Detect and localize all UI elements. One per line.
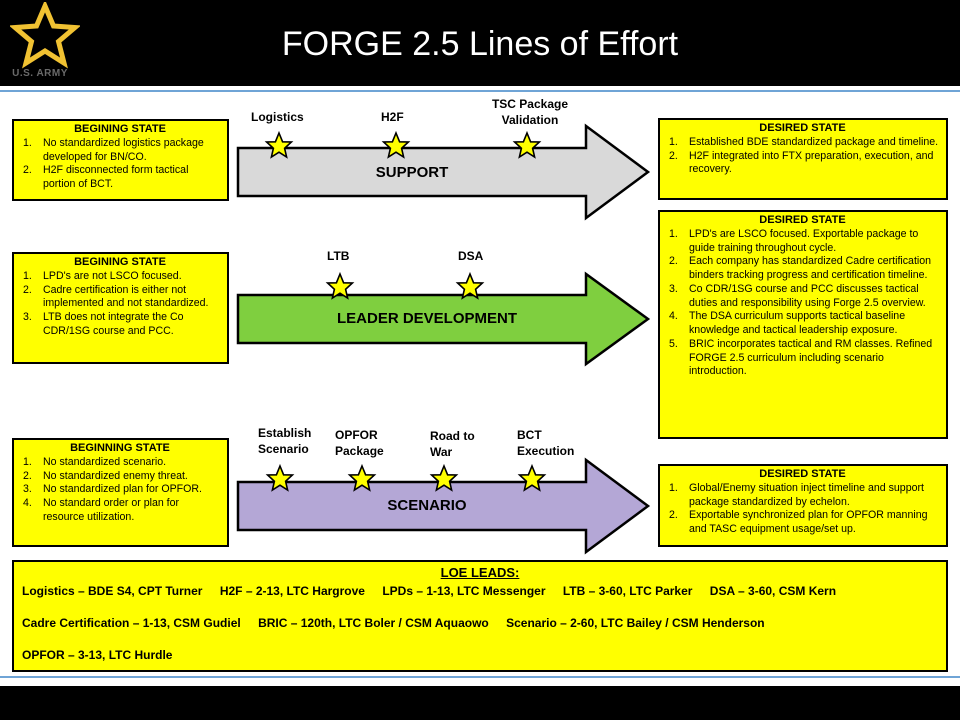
scenario-arrow [236, 457, 651, 555]
road-to-war-star-icon [429, 463, 459, 492]
scenario-beginning-state-box: BEGINNING STATE 1.No standardized scenar… [12, 438, 229, 547]
milestone-h2f: H2F [381, 110, 404, 124]
lead-lpds: LPDs – 1-13, LTC Messenger [382, 584, 546, 598]
list-item: 3.LTB does not integrate the Co CDR/1SG … [23, 311, 184, 337]
box-title: DESIRED STATE [759, 122, 846, 134]
lead-opfor: OPFOR – 3-13, LTC Hurdle [22, 648, 173, 662]
box-title: BEGINING STATE [74, 123, 166, 135]
leads-row-2: Cadre Certification – 1-13, CSM Gudiel B… [22, 616, 779, 630]
lead-logistics: Logistics – BDE S4, CPT Turner [22, 584, 203, 598]
list-item: 2.Cadre certification is either not impl… [23, 283, 209, 310]
footer-bar [0, 686, 960, 720]
milestone-dsa: DSA [458, 249, 484, 263]
lead-bric: BRIC – 120th, LTC Boler / CSM Aquaowo [258, 616, 489, 630]
milestone-logistics: Logistics [251, 110, 304, 124]
list-item: 2.Exportable synchronized plan for OPFOR… [669, 509, 928, 536]
top-divider [0, 90, 960, 92]
list-item: 3.Co CDR/1SG course and PCC discusses ta… [669, 282, 926, 309]
list-item: 1.LPD's are not LSCO focused. [23, 269, 182, 282]
list-item: 4.The DSA curriculum supports tactical b… [669, 310, 906, 337]
bct-execution-star-icon [517, 463, 547, 492]
list-item: 3.No standardized plan for OPFOR. [23, 483, 202, 496]
lead-dsa: DSA – 3-60, CSM Kern [709, 584, 837, 598]
opfor-package-star-icon [347, 463, 377, 492]
list-item: 1.LPD's are LSCO focused. Exportable pac… [669, 227, 919, 254]
slide-content: SUPPORT LEADER DEVELOPMENT SCENARIO Logi… [0, 86, 960, 686]
title-bar: U.S. ARMY FORGE 2.5 Lines of Effort [0, 0, 960, 86]
milestone-tsc-package-validation: TSC Package Validation [491, 97, 569, 127]
ltb-star-icon [325, 271, 355, 300]
list-item: 2.H2F disconnected form tactical portion… [23, 164, 189, 191]
milestone-opfor-package: OPFOR Package [335, 428, 384, 458]
list-item: 1.Established BDE standardized package a… [669, 135, 939, 148]
leads-row-3: OPFOR – 3-13, LTC Hurdle [22, 648, 186, 662]
box-title: BEGINING STATE [74, 256, 166, 268]
tsc-package-star-icon [512, 130, 542, 159]
milestone-bct-execution: BCT Execution [517, 428, 575, 458]
milestone-establish-scenario: Establish Scenario [258, 426, 312, 456]
list-item: 1.Global/Enemy situation inject timeline… [669, 481, 924, 508]
list-item: 4.No standard order or plan for resource… [23, 497, 180, 523]
support-arrow [236, 123, 651, 221]
leads-row-1: Logistics – BDE S4, CPT Turner H2F – 2-1… [22, 584, 850, 598]
box-title: DESIRED STATE [759, 468, 846, 480]
leader-development-arrow [236, 271, 651, 367]
list-item: 5.BRIC incorporates tactical and RM clas… [669, 337, 933, 378]
support-beginning-state-box: BEGINING STATE 1.No standardized logisti… [12, 119, 229, 201]
list-item: 2.No standardized enemy threat. [23, 469, 188, 482]
lead-scenario: Scenario – 2-60, LTC Bailey / CSM Hender… [506, 616, 765, 630]
leader-development-arrow-label: LEADER DEVELOPMENT [336, 310, 517, 327]
logistics-star-icon [264, 130, 294, 159]
army-star-icon [10, 2, 80, 69]
bottom-divider [0, 676, 960, 678]
list-item: 1.No standardized logistics package deve… [23, 136, 204, 163]
milestone-road-to-war: Road to War [430, 429, 475, 459]
list-item: 2.Each company has standardized Cadre ce… [669, 255, 932, 282]
box-title: DESIRED STATE [759, 214, 846, 226]
lead-h2f: H2F – 2-13, LTC Hargrove [219, 584, 365, 598]
leader-beginning-state-box: BEGINING STATE 1.LPD's are not LSCO focu… [12, 252, 229, 364]
establish-scenario-star-icon [265, 463, 295, 492]
lead-cadre-certification: Cadre Certification – 1-13, CSM Gudiel [22, 616, 241, 630]
list-item: 2.H2F integrated into FTX preparation, e… [669, 149, 934, 176]
loe-leads-title: LOE LEADS: [440, 565, 520, 580]
dsa-star-icon [455, 271, 485, 300]
h2f-star-icon [381, 130, 411, 159]
scenario-desired-state-box: DESIRED STATE 1.Global/Enemy situation i… [658, 464, 948, 547]
list-item: 1.No standardized scenario. [23, 455, 167, 468]
loe-leads-box: LOE LEADS: Logistics – BDE S4, CPT Turne… [12, 560, 948, 672]
loe-arrows [236, 123, 651, 555]
army-logo-text: U.S. ARMY [12, 68, 68, 79]
lead-ltb: LTB – 3-60, LTC Parker [562, 584, 693, 598]
support-desired-state-box: DESIRED STATE 1.Established BDE standard… [658, 118, 948, 200]
page-title: FORGE 2.5 Lines of Effort [281, 25, 679, 63]
support-arrow-label: SUPPORT [375, 164, 449, 181]
milestone-ltb: LTB [327, 249, 350, 263]
scenario-arrow-label: SCENARIO [387, 497, 467, 514]
box-title: BEGINNING STATE [70, 442, 170, 454]
leader-desired-state-box: DESIRED STATE 1.LPD's are LSCO focused. … [658, 210, 948, 439]
